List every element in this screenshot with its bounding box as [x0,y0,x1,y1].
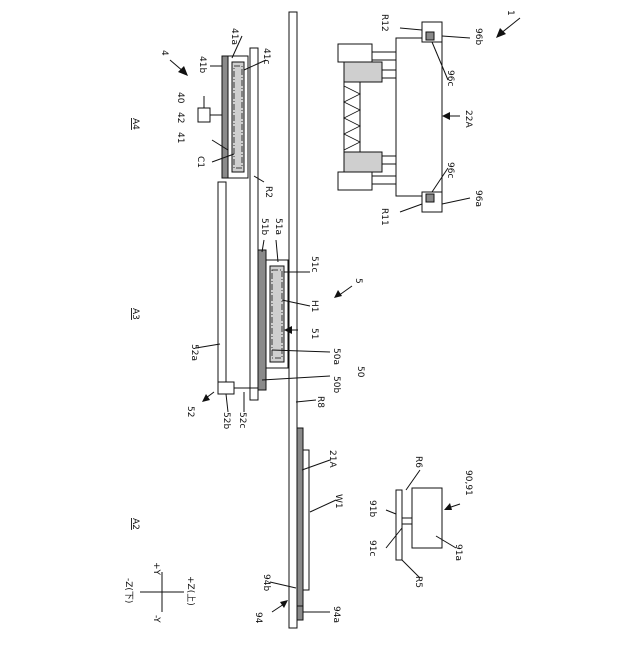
clamp-upper [338,44,372,62]
joint-52b [218,382,234,394]
stage-21a [297,428,309,620]
block-94a [297,606,303,620]
label-21a: 21A [327,450,337,468]
label-50: 50 [355,366,365,378]
label-52: 52 [185,406,195,417]
leader-96b [442,36,470,38]
leader-r8 [296,400,316,402]
unit-22a [338,22,442,212]
clamp-lower [338,172,372,190]
arm-52a [218,182,226,392]
axis-plus-z: +Z(上) [185,576,196,606]
plate-50b [258,250,266,390]
motor-42 [198,108,210,122]
label-96b: 96b [473,28,483,45]
leader-r12 [400,28,422,30]
arrowhead-94 [280,600,288,608]
label-1: 1 [505,10,515,16]
plate-91b [396,490,402,560]
label-91c: 91c [367,540,377,556]
label-r5: R5 [413,576,423,588]
label-94a: 94a [331,606,341,623]
label-96c-bottom: 96c [445,162,455,178]
pad-96b [426,32,434,40]
axis-minus-z: -Z(下) [123,578,133,603]
leader-w1 [310,500,336,512]
leader-96a [442,198,470,204]
zone-label-a3: A3 [130,308,140,320]
label-51a: 51a [273,218,283,235]
axis-minus-y: -Y [151,615,161,623]
label-90-91: 90,91 [463,470,473,496]
rail-r2 [250,48,258,400]
label-c1: C1 [195,156,205,168]
plate-41b [222,56,228,178]
label-41: 41 [175,132,185,143]
label-52b: 52b [221,412,231,429]
leader-r11 [400,204,422,212]
axis-indicator: +Y -Y +Z(上) -Z(下) [123,562,196,623]
label-91a: 91a [453,544,463,561]
zone-label-a4: A4 [130,118,140,130]
label-r6: R6 [413,456,423,468]
label-94: 94 [253,612,263,624]
label-94b: 94b [261,574,271,591]
label-50a: 50a [331,348,341,365]
label-40: 40 [175,92,185,104]
label-h1: H1 [309,300,319,313]
label-22a: 22A [463,110,473,128]
jaw-lower [344,152,382,172]
label-96c-top: 96c [445,70,455,86]
label-r2: R2 [263,186,273,198]
leader-91b [386,510,396,514]
main-rail [289,12,297,628]
leader-r6 [406,470,420,490]
label-41a: 41a [229,28,239,45]
label-41c: 41c [261,48,271,64]
zone-label-a2: A2 [130,518,140,530]
label-w1: W1 [333,494,343,509]
pad-96a [426,194,434,202]
body-22a [396,38,442,196]
label-42: 42 [175,112,185,123]
arrowhead-1 [496,28,506,38]
label-51c: 51c [309,256,319,272]
label-4: 4 [159,50,169,56]
label-51: 51 [309,328,319,339]
label-91b: 91b [367,500,377,517]
body-91a [412,488,442,548]
label-50b: 50b [331,376,341,393]
arrowhead-22a [442,112,450,120]
axis-plus-y: +Y [151,562,161,576]
rail-21a [297,428,303,610]
leader-51a [276,240,278,262]
arrowhead-9091 [444,503,452,510]
label-r12: R12 [379,14,389,32]
wafer-w1 [303,450,309,590]
label-52c: 52c [237,412,247,428]
leader-52b [226,394,228,412]
jaw-upper [344,62,382,82]
label-41b: 41b [197,56,207,73]
unit-90-91 [396,488,442,560]
label-96a: 96a [473,190,483,207]
label-51b: 51b [259,218,269,235]
label-r11: R11 [379,208,389,226]
arrowhead-52 [202,394,210,402]
label-5: 5 [353,278,363,284]
label-r8: R8 [315,396,325,408]
unit-4 [198,48,258,400]
label-52a: 52a [189,344,199,361]
